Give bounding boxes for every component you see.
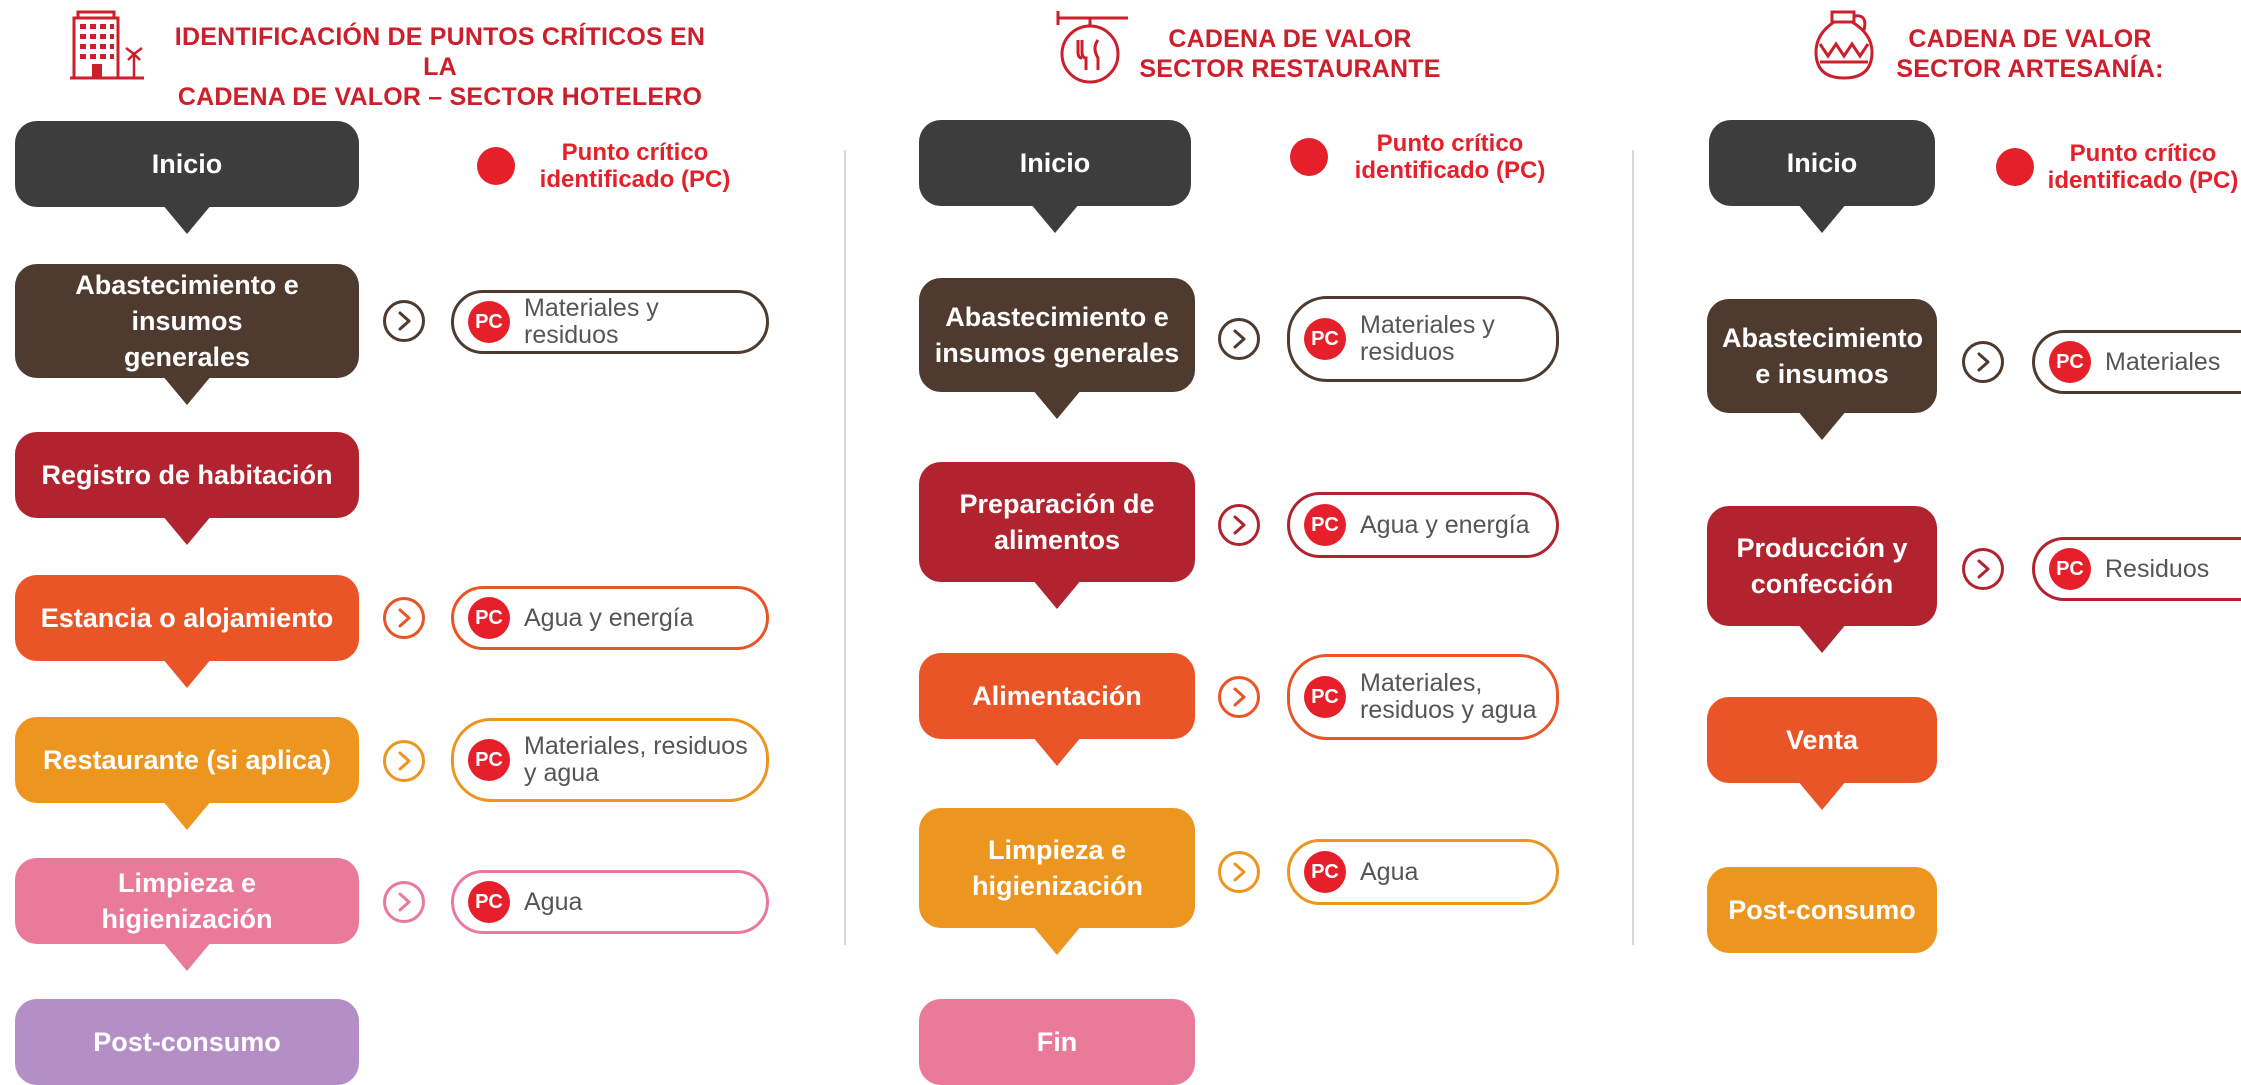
pc-badge: PC: [1304, 676, 1346, 718]
restaurant-pc-alimentacion: PC Materiales,residuos y agua: [1287, 654, 1559, 740]
hotel-step-estancia: Estancia o alojamiento: [15, 575, 359, 688]
artesania-title: CADENA DE VALOR SECTOR ARTESANÍA:: [1896, 25, 2164, 83]
column-divider: [844, 150, 846, 945]
hotel-step-abastecimiento: Abastecimiento e insumos generales: [15, 264, 359, 405]
hotel-step-postconsumo: Post-consumo: [15, 999, 359, 1085]
chevron-right-icon: [1962, 341, 2004, 383]
restaurant-step-limpieza: Limpieza e higienización: [919, 808, 1195, 955]
pc-legend-dot: [1290, 138, 1328, 176]
pc-badge: PC: [468, 881, 510, 923]
restaurant-sign-icon: [1056, 8, 1130, 84]
artesania-step-inicio: Inicio: [1709, 120, 1935, 233]
chevron-right-icon: [1218, 504, 1260, 546]
pc-legend-dot: [477, 147, 515, 185]
hotel-step-registro: Registro de habitación: [15, 432, 359, 545]
artesania-step-postconsumo: Post-consumo: [1707, 867, 1937, 953]
hotel-title: IDENTIFICACIÓN DE PUNTOS CRÍTICOS EN LA …: [174, 23, 706, 111]
artesania-step-venta: Venta: [1707, 697, 1937, 810]
hotel-pc-estancia: PC Agua y energía: [451, 586, 769, 650]
restaurant-title: CADENA DE VALOR SECTOR RESTAURANTE: [1139, 25, 1441, 83]
pc-legend-dot: [1996, 148, 2034, 186]
pc-badge: PC: [468, 301, 510, 343]
pc-legend-label: Punto crítico identificado (PC): [2047, 140, 2239, 194]
restaurant-pc-preparacion: PC Agua y energía: [1287, 492, 1559, 558]
artesania-step-produccion: Producción y confección: [1707, 506, 1937, 653]
chevron-right-icon: [383, 881, 425, 923]
hotel-building-icon: [68, 8, 146, 82]
pottery-vase-icon: [1812, 8, 1876, 82]
restaurant-step-alimentacion: Alimentación: [919, 653, 1195, 766]
pc-legend-label: Punto crítico identificado (PC): [539, 139, 731, 193]
restaurant-step-preparacion: Preparación de alimentos: [919, 462, 1195, 609]
restaurant-step-fin: Fin: [919, 999, 1195, 1085]
pc-badge: PC: [1304, 504, 1346, 546]
pc-badge: PC: [1304, 851, 1346, 893]
hotel-step-limpieza: Limpieza e higienización: [15, 858, 359, 971]
pc-badge: PC: [2049, 341, 2091, 383]
pc-badge: PC: [2049, 548, 2091, 590]
pc-legend-label: Punto crítico identificado (PC): [1354, 130, 1546, 184]
pc-badge: PC: [468, 739, 510, 781]
chevron-right-icon: [1218, 318, 1260, 360]
chevron-right-icon: [1962, 548, 2004, 590]
restaurant-step-abastecimiento: Abastecimiento e insumos generales: [919, 278, 1195, 419]
hotel-pc-limpieza: PC Agua: [451, 870, 769, 934]
artesania-step-abastecimiento: Abastecimiento e insumos: [1707, 299, 1937, 440]
artesania-pc-produccion: PC Residuos: [2032, 537, 2241, 601]
pc-badge: PC: [1304, 318, 1346, 360]
pc-badge: PC: [468, 597, 510, 639]
column-divider: [1632, 150, 1634, 945]
restaurant-pc-limpieza: PC Agua: [1287, 839, 1559, 905]
chevron-right-icon: [383, 300, 425, 342]
chevron-right-icon: [1218, 676, 1260, 718]
chevron-right-icon: [383, 740, 425, 782]
hotel-pc-abastecimiento: PC Materiales y residuos: [451, 290, 769, 354]
restaurant-step-inicio: Inicio: [919, 120, 1191, 233]
chevron-right-icon: [383, 597, 425, 639]
chevron-right-icon: [1218, 851, 1260, 893]
hotel-step-restaurante: Restaurante (si aplica): [15, 717, 359, 830]
artesania-pc-abastecimiento: PC Materiales: [2032, 330, 2241, 394]
hotel-step-inicio: Inicio: [15, 121, 359, 234]
